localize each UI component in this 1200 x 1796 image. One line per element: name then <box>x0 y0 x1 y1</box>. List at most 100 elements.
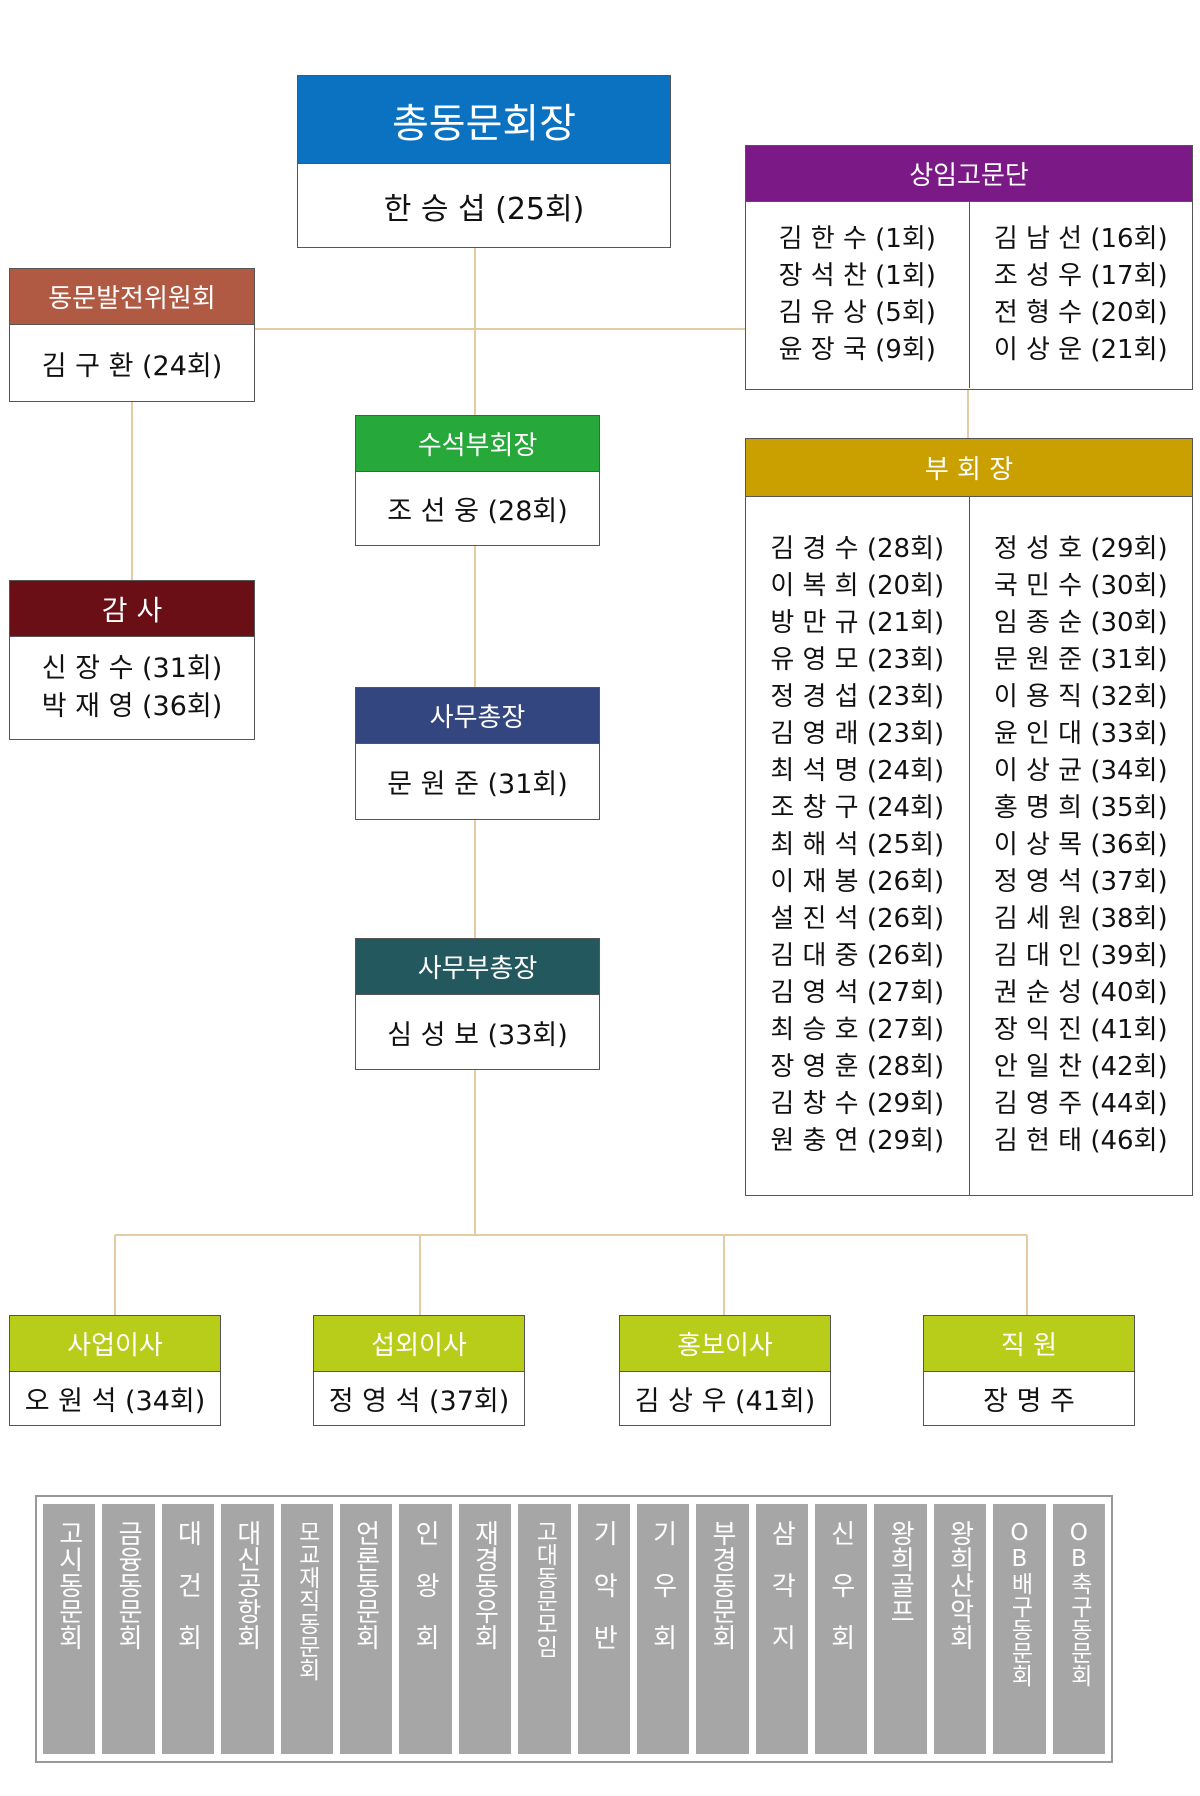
vice-president-name: 최 석 명 (24회) <box>770 756 945 786</box>
vice-president-name: 김 영 석 (27회) <box>770 978 945 1008</box>
vice-president-name: 정 영 석 (37회) <box>993 867 1168 897</box>
advisors-right-column: 김 남 선 (16회) 조 성 우 (17회) 전 형 수 (20회) 이 상 … <box>970 202 1193 388</box>
club-label: 신우회 <box>825 1520 856 1676</box>
advisor-name: 윤 장 국 (9회) <box>778 335 936 365</box>
vice-president-name: 김 세 원 (38회) <box>993 904 1168 934</box>
vice-president-name: 정 성 호 (29회) <box>993 534 1168 564</box>
vice-president-name: 설 진 석 (26회) <box>770 904 945 934</box>
secretary-general-name: 문 원 준 (31회) <box>356 743 599 819</box>
club-label: 부경동문회 <box>706 1520 737 1650</box>
club-item: 모교재직동문회 <box>280 1504 333 1754</box>
club-item: 고시동문회 <box>43 1504 96 1754</box>
club-item: 대신공항회 <box>221 1504 274 1754</box>
advisor-name: 장 석 찬 (1회) <box>778 261 936 291</box>
auditor-name: 신 장 수 (31회) <box>41 653 223 684</box>
club-item: 기악반 <box>577 1504 630 1754</box>
auditor-box: 감 사 신 장 수 (31회) 박 재 영 (36회) <box>9 580 255 740</box>
club-item: 금융동문회 <box>102 1504 155 1754</box>
vice-president-name: 이 용 직 (32회) <box>993 682 1168 712</box>
vice-president-name: 김 창 수 (29회) <box>770 1089 945 1119</box>
director-box-1: 사업이사 오 원 석 (34회) <box>9 1315 221 1426</box>
auditor-title: 감 사 <box>10 581 254 636</box>
advisor-name: 김 남 선 (16회) <box>993 224 1168 254</box>
vice-president-name: 국 민 수 (30회) <box>993 571 1168 601</box>
club-label: 기우회 <box>647 1520 678 1676</box>
club-item: 부경동문회 <box>696 1504 749 1754</box>
vice-presidents-box: 부 회 장 김 경 수 (28회) 이 복 희 (20회) 방 만 규 (21회) 유… <box>745 438 1193 1196</box>
club-label: 왕희산악회 <box>944 1520 975 1650</box>
advisor-name: 조 성 우 (17회) <box>993 261 1168 291</box>
vice-president-name: 김 대 인 (39회) <box>993 941 1168 971</box>
deputy-secretary-title: 사무부총장 <box>356 939 599 994</box>
club-item: 인왕회 <box>399 1504 452 1754</box>
deputy-secretary-name: 심 성 보 (33회) <box>356 994 599 1069</box>
president-box: 총동문회장 한 승 섭 (25회) <box>297 75 671 248</box>
director-title: 섭외이사 <box>314 1316 524 1371</box>
club-label: 삼각지 <box>766 1520 797 1676</box>
director-box-4: 직 원 장 명 주 <box>923 1315 1135 1426</box>
vice-president-name: 김 경 수 (28회) <box>770 534 945 564</box>
vice-president-name: 방 만 규 (21회) <box>770 608 945 638</box>
club-item: OB축구동문회 <box>1052 1504 1106 1754</box>
senior-vp-title: 수석부회장 <box>356 416 599 471</box>
club-label: 고시동문회 <box>53 1520 84 1650</box>
vice-president-name: 이 상 목 (36회) <box>993 830 1168 860</box>
club-item: 언론동문회 <box>339 1504 393 1754</box>
club-item: 대건회 <box>161 1504 215 1754</box>
committee-name: 김 구 환 (24회) <box>10 324 254 401</box>
senior-vp-box: 수석부회장 조 선 웅 (28회) <box>355 415 600 546</box>
vice-president-name: 이 복 희 (20회) <box>770 571 945 601</box>
vice-president-name: 장 익 진 (41회) <box>993 1015 1168 1045</box>
committee-title: 동문발전위원회 <box>10 269 254 324</box>
vice-presidents-left-column: 김 경 수 (28회) 이 복 희 (20회) 방 만 규 (21회) 유 영 모 (… <box>746 497 970 1195</box>
committee-box: 동문발전위원회 김 구 환 (24회) <box>9 268 255 402</box>
vice-president-name: 최 승 호 (27회) <box>770 1015 945 1045</box>
vice-president-name: 안 일 찬 (42회) <box>993 1052 1168 1082</box>
club-item: 삼각지 <box>755 1504 809 1754</box>
clubs-panel: 고시동문회 금융동문회 대건회 대신공항회 모교재직동문회 언론동문회 인왕회 재경동우회 고대… <box>35 1495 1113 1763</box>
director-title: 홍보이사 <box>620 1316 830 1371</box>
director-name: 정 영 석 (37회) <box>314 1371 524 1425</box>
club-label: 대건회 <box>172 1520 203 1676</box>
club-label: 금융동문회 <box>113 1520 144 1650</box>
advisor-name: 전 형 수 (20회) <box>993 298 1168 328</box>
advisor-name: 이 상 운 (21회) <box>993 335 1168 365</box>
club-label: 재경동우회 <box>469 1520 500 1650</box>
vice-president-name: 유 영 모 (23회) <box>770 645 945 675</box>
secretary-general-title: 사무총장 <box>356 688 599 743</box>
advisors-left-column: 김 한 수 (1회) 장 석 찬 (1회) 김 유 상 (5회) 윤 장 국 (… <box>746 202 970 388</box>
vice-president-name: 김 영 주 (44회) <box>993 1089 1168 1119</box>
director-box-2: 섭외이사 정 영 석 (37회) <box>313 1315 525 1426</box>
vice-president-name: 김 현 태 (46회) <box>993 1126 1168 1156</box>
advisors-title: 상임고문단 <box>746 146 1192 201</box>
club-label: 모교재직동문회 <box>293 1520 320 1681</box>
director-title: 사업이사 <box>10 1316 220 1371</box>
club-item: 기우회 <box>636 1504 690 1754</box>
vice-presidents-title: 부 회 장 <box>746 439 1192 496</box>
vice-president-name: 이 상 균 (34회) <box>993 756 1168 786</box>
vice-president-name: 조 창 구 (24회) <box>770 793 945 823</box>
director-name: 장 명 주 <box>924 1371 1134 1425</box>
club-label: 고대동문모임 <box>531 1520 558 1658</box>
club-item: 신우회 <box>815 1504 868 1754</box>
vice-president-name: 정 경 섭 (23회) <box>770 682 945 712</box>
vice-president-name: 원 충 연 (29회) <box>770 1126 945 1156</box>
vice-president-name: 홍 명 희 (35회) <box>993 793 1168 823</box>
club-item: 왕희골프 <box>874 1504 927 1754</box>
club-label: 왕희골프 <box>885 1520 916 1624</box>
vice-president-name: 임 종 순 (30회) <box>993 608 1168 638</box>
advisor-name: 김 한 수 (1회) <box>778 224 936 254</box>
club-item: 왕희산악회 <box>933 1504 987 1754</box>
vice-president-name: 장 영 훈 (28회) <box>770 1052 945 1082</box>
club-label: 기악반 <box>588 1520 619 1676</box>
vice-president-name: 김 대 중 (26회) <box>770 941 945 971</box>
president-name: 한 승 섭 (25회) <box>298 163 670 247</box>
secretary-general-box: 사무총장 문 원 준 (31회) <box>355 687 600 820</box>
club-item: 재경동우회 <box>458 1504 512 1754</box>
club-label: 언론동문회 <box>350 1520 381 1650</box>
vice-president-name: 권 순 성 (40회) <box>993 978 1168 1008</box>
director-box-3: 홍보이사 김 상 우 (41회) <box>619 1315 831 1426</box>
vice-president-name: 윤 인 대 (33회) <box>993 719 1168 749</box>
president-title: 총동문회장 <box>298 76 670 163</box>
director-name: 김 상 우 (41회) <box>620 1371 830 1425</box>
